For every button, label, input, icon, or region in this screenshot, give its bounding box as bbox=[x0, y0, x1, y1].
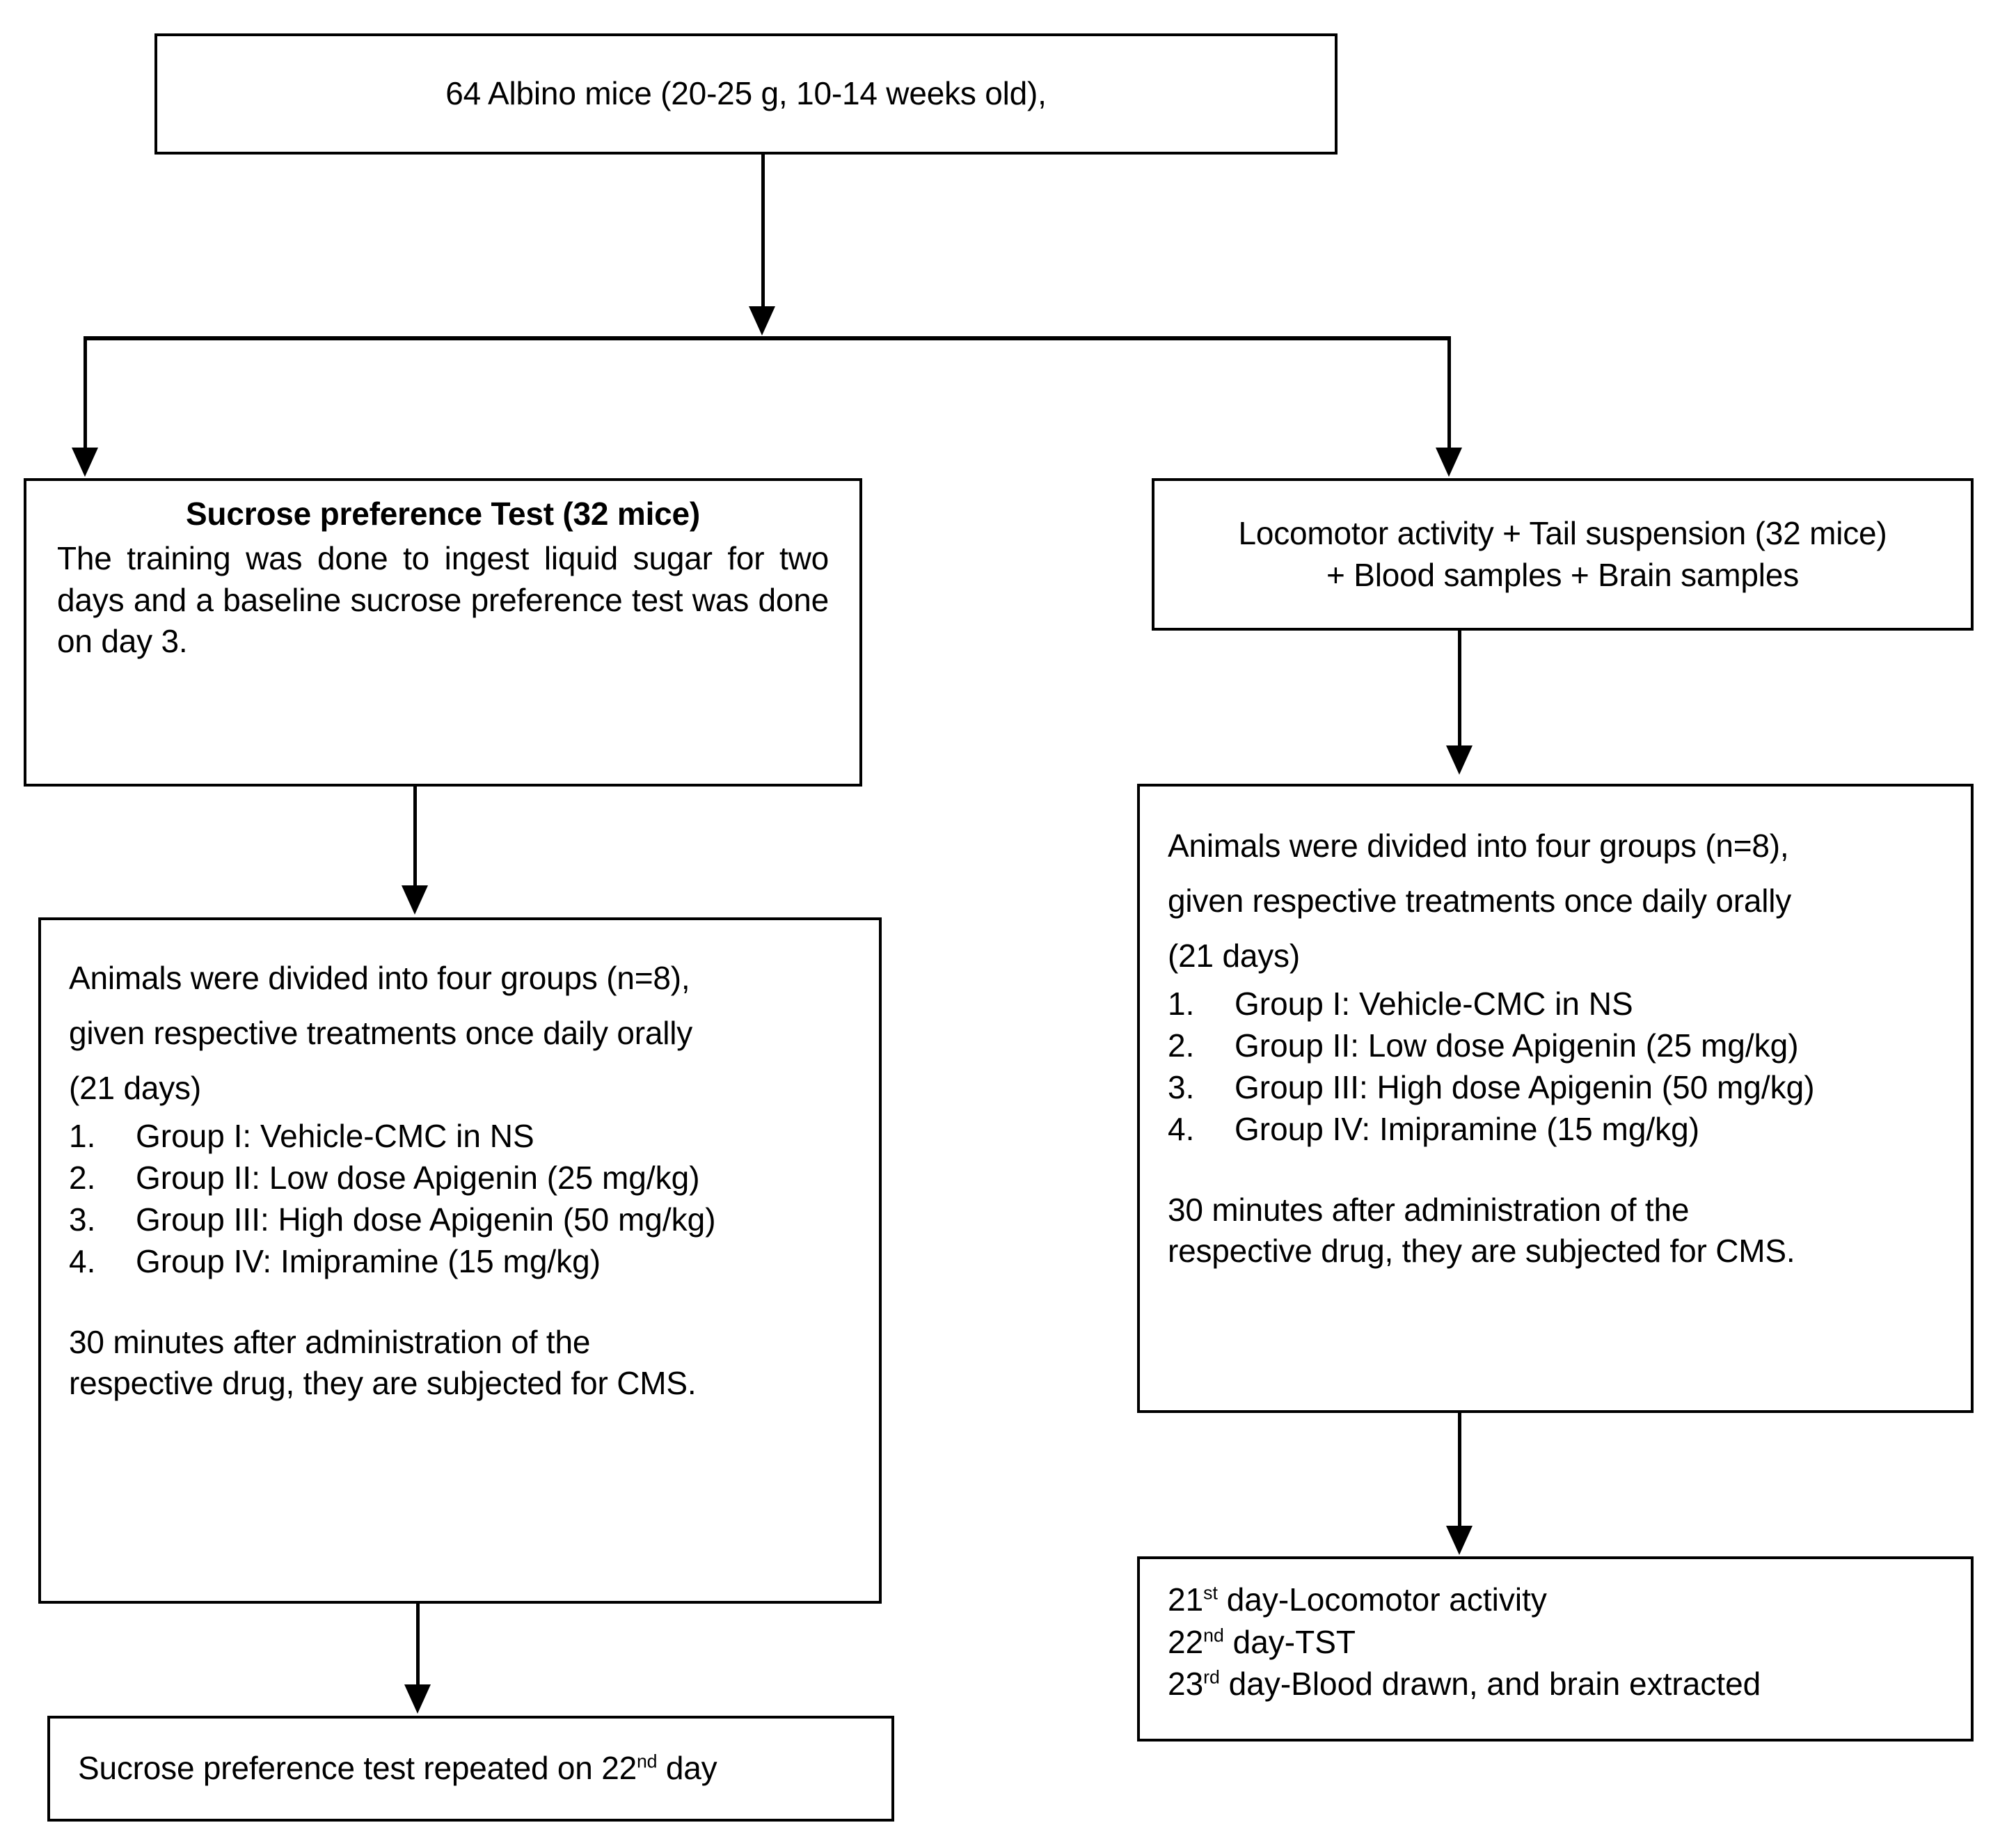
connector-groups-to-outcomes bbox=[1458, 1413, 1461, 1533]
list-item-label: Group II: Low dose Apigenin (25 mg/kg) bbox=[136, 1160, 700, 1197]
list-item-label: Group II: Low dose Apigenin (25 mg/kg) bbox=[1235, 1027, 1799, 1064]
outcome-text: day-TST bbox=[1223, 1623, 1356, 1660]
connector-left-branch bbox=[84, 336, 87, 464]
sucrose-groups-footer-1: 30 minutes after administration of the bbox=[69, 1323, 591, 1360]
connector-root-stem bbox=[761, 155, 765, 309]
arrowhead-locomotor-to-groups bbox=[1446, 745, 1473, 775]
sucrose-heading: Sucrose preference Test (32 mice) bbox=[185, 496, 701, 532]
list-item: 3. Group III: High dose Apigenin (50 mg/… bbox=[69, 1199, 851, 1241]
outcome-text: day-Blood drawn, and brain extracted bbox=[1219, 1666, 1761, 1703]
list-item-label: Group III: High dose Apigenin (50 mg/kg) bbox=[1235, 1068, 1815, 1105]
locomotor-groups-intro-3: (21 days) bbox=[1168, 938, 1300, 974]
connector-locomotor-to-groups bbox=[1458, 631, 1461, 752]
sucrose-body: The training was done to ingest liquid s… bbox=[57, 539, 829, 660]
list-item: 4. Group IV: Imipramine (15 mg/kg) bbox=[69, 1241, 851, 1283]
outcome-day-number: 22 bbox=[1168, 1623, 1204, 1660]
locomotor-groups-footer-1: 30 minutes after administration of the bbox=[1168, 1191, 1690, 1228]
outcome-row: 21st day-Locomotor activity bbox=[1168, 1579, 1943, 1621]
list-item-label: Group I: Vehicle-CMC in NS bbox=[136, 1118, 534, 1155]
sucrose-repeat-ordinal-suffix: nd bbox=[637, 1751, 658, 1772]
outcome-day-number: 21 bbox=[1168, 1581, 1204, 1618]
paragraph-gap bbox=[1168, 1151, 1943, 1190]
node-locomotor-tst: Locomotor activity + Tail suspension (32… bbox=[1152, 478, 1974, 631]
sucrose-repeat-prefix: Sucrose preference test repeated on 22 bbox=[78, 1750, 637, 1787]
list-item: 2. Group II: Low dose Apigenin (25 mg/kg… bbox=[1168, 1025, 1943, 1067]
list-item-number: 3. bbox=[69, 1201, 96, 1238]
connector-split-bar bbox=[84, 336, 1451, 340]
list-item-label: Group I: Vehicle-CMC in NS bbox=[1235, 986, 1633, 1022]
list-item-label: Group IV: Imipramine (15 mg/kg) bbox=[136, 1242, 601, 1279]
list-item-number: 1. bbox=[69, 1118, 96, 1155]
list-item: 2. Group II: Low dose Apigenin (25 mg/kg… bbox=[69, 1158, 851, 1199]
connector-groups-to-repeat bbox=[416, 1604, 420, 1691]
sucrose-groups-intro-2: given respective treatments once daily o… bbox=[69, 1015, 693, 1052]
list-item-label: Group III: High dose Apigenin (50 mg/kg) bbox=[136, 1201, 716, 1238]
sucrose-repeat-label: Sucrose preference test repeated on 22nd… bbox=[78, 1748, 717, 1790]
locomotor-groups-intro-2: given respective treatments once daily o… bbox=[1168, 883, 1792, 919]
outcome-text: day-Locomotor activity bbox=[1217, 1581, 1547, 1618]
list-item: 3. Group III: High dose Apigenin (50 mg/… bbox=[1168, 1067, 1943, 1109]
connector-sucrose-to-groups bbox=[413, 787, 417, 892]
node-sucrose-group-allocation: Animals were divided into four groups (n… bbox=[38, 917, 882, 1604]
list-item-number: 4. bbox=[69, 1242, 96, 1279]
outcome-row: 22nd day-TST bbox=[1168, 1621, 1943, 1664]
outcome-day-number: 23 bbox=[1168, 1666, 1204, 1703]
arrowhead-right-branch bbox=[1436, 448, 1462, 477]
outcome-row: 23rd day-Blood drawn, and brain extracte… bbox=[1168, 1663, 1943, 1705]
outcome-ordinal-suffix: nd bbox=[1203, 1625, 1224, 1646]
list-item-number: 2. bbox=[1168, 1027, 1195, 1064]
list-item-number: 3. bbox=[1168, 1068, 1195, 1105]
sucrose-groups-footer-2: respective drug, they are subjected for … bbox=[69, 1365, 697, 1402]
list-item: 1. Group I: Vehicle-CMC in NS bbox=[1168, 984, 1943, 1025]
node-outcome-days: 21st day-Locomotor activity 22nd day-TST… bbox=[1137, 1556, 1974, 1742]
paragraph-gap bbox=[69, 1283, 851, 1322]
locomotor-groups-footer-2: respective drug, they are subjected for … bbox=[1168, 1233, 1795, 1270]
connector-right-branch bbox=[1447, 336, 1451, 464]
arrowhead-sucrose-to-groups bbox=[402, 885, 428, 915]
sucrose-groups-intro-3: (21 days) bbox=[69, 1070, 201, 1107]
arrowhead-left-branch bbox=[72, 448, 98, 477]
sucrose-group-list: 1. Group I: Vehicle-CMC in NS 2. Group I… bbox=[69, 1116, 851, 1282]
locomotor-groups-intro-1: Animals were divided into four groups (n… bbox=[1168, 828, 1789, 864]
node-sucrose-repeat: Sucrose preference test repeated on 22nd… bbox=[47, 1716, 894, 1822]
list-item-number: 1. bbox=[1168, 986, 1195, 1022]
outcome-ordinal-suffix: st bbox=[1203, 1582, 1218, 1604]
locomotor-line-2: + Blood samples + Brain samples bbox=[1326, 556, 1800, 593]
node-root-cohort: 64 Albino mice (20-25 g, 10-14 weeks old… bbox=[154, 33, 1338, 155]
list-item-label: Group IV: Imipramine (15 mg/kg) bbox=[1235, 1110, 1700, 1147]
sucrose-repeat-suffix: day bbox=[657, 1750, 717, 1787]
sucrose-groups-intro-1: Animals were divided into four groups (n… bbox=[69, 960, 690, 996]
locomotor-group-list: 1. Group I: Vehicle-CMC in NS 2. Group I… bbox=[1168, 984, 1943, 1150]
list-item-number: 2. bbox=[69, 1160, 96, 1197]
locomotor-line-1: Locomotor activity + Tail suspension (32… bbox=[1238, 514, 1887, 551]
arrowhead-root-stem bbox=[749, 306, 775, 335]
arrowhead-groups-to-outcomes bbox=[1446, 1526, 1473, 1555]
outcome-ordinal-suffix: rd bbox=[1203, 1667, 1220, 1689]
list-item-number: 4. bbox=[1168, 1110, 1195, 1147]
list-item: 1. Group I: Vehicle-CMC in NS bbox=[69, 1116, 851, 1158]
node-sucrose-preference-test: Sucrose preference Test (32 mice) The tr… bbox=[24, 478, 862, 787]
list-item: 4. Group IV: Imipramine (15 mg/kg) bbox=[1168, 1109, 1943, 1151]
root-label: 64 Albino mice (20-25 g, 10-14 weeks old… bbox=[445, 75, 1047, 112]
node-locomotor-group-allocation: Animals were divided into four groups (n… bbox=[1137, 784, 1974, 1413]
arrowhead-groups-to-repeat bbox=[404, 1684, 431, 1714]
